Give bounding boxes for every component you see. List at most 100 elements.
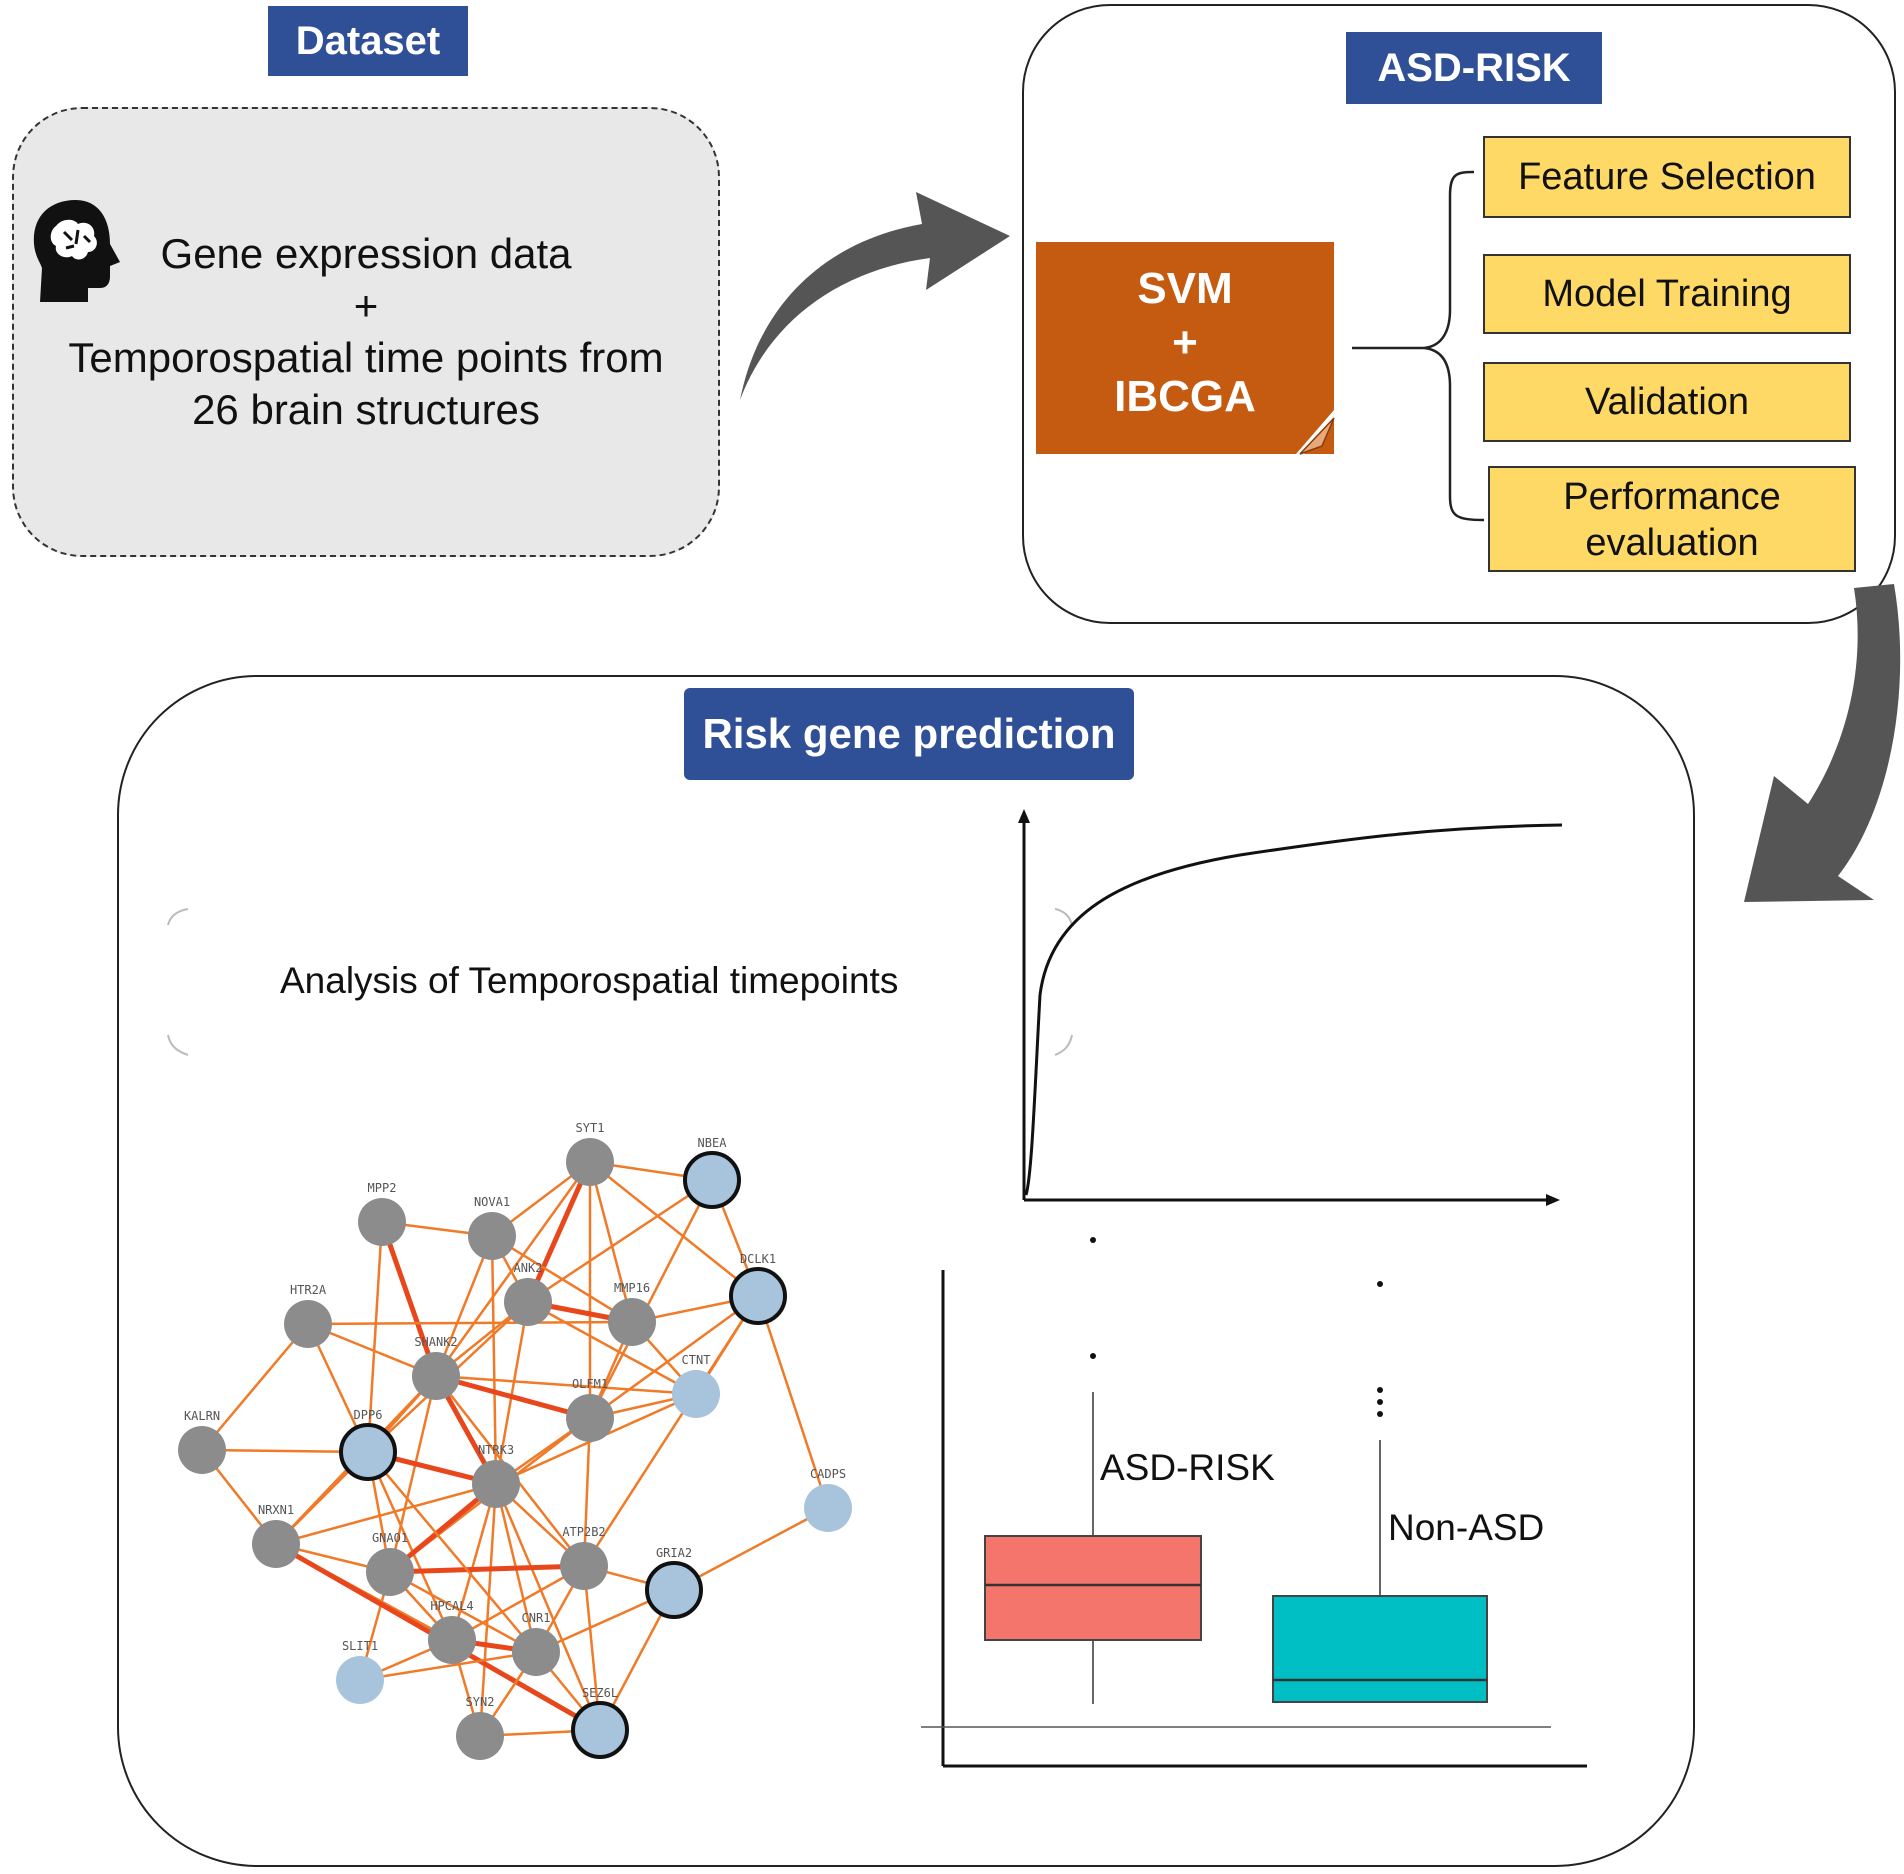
network-edge [582, 1295, 760, 1567]
network-edge [756, 1295, 830, 1509]
network-edge [275, 1482, 497, 1546]
dataset-line-3: 26 brain structures [192, 386, 540, 433]
network-edge [359, 1650, 537, 1682]
network-node-circle [560, 1542, 608, 1590]
network-node-label: DCLK1 [740, 1252, 776, 1266]
network-edge [366, 1451, 454, 1641]
network-node-circle [566, 1138, 614, 1186]
brain-head-icon [33, 200, 120, 302]
network-edge [527, 1300, 697, 1396]
network-node-label: SLIT1 [342, 1639, 378, 1653]
network-edge [525, 1160, 593, 1304]
network-edge [589, 1161, 759, 1297]
method-line-2: IBCGA [1114, 372, 1256, 421]
step-performance-evaluation: Performance evaluation [1488, 466, 1856, 572]
network-node-circle [456, 1712, 504, 1760]
curve-line [1024, 823, 1563, 1196]
network-node-syt1: SYT1 [566, 1121, 614, 1186]
step-model-training: Model Training [1483, 254, 1851, 334]
network-node-label: SYN2 [466, 1695, 495, 1709]
network-edge [588, 1179, 714, 1419]
network-node-cnr1: CNR1 [512, 1611, 560, 1676]
network-node-label: SYT1 [576, 1121, 605, 1135]
asd-outlier [1090, 1237, 1096, 1243]
risk-boxplot [921, 1237, 1587, 1768]
network-node-circle [339, 1423, 397, 1481]
network-node-label: HTR2A [290, 1283, 327, 1297]
network-node-nova1: NOVA1 [468, 1195, 516, 1260]
dataset-line-2: Temporospatial time points from [68, 334, 664, 381]
network-node-hpcal4: HPCAL4 [428, 1599, 476, 1664]
performance-curve-plot [1018, 809, 1563, 1206]
network-node-circle [472, 1460, 520, 1508]
dataset-panel [12, 107, 720, 557]
network-edge [388, 1375, 438, 1573]
network-edge [673, 1506, 829, 1592]
network-edge [201, 1323, 309, 1451]
non-asd-outlier [1377, 1411, 1383, 1417]
network-edge [389, 1563, 585, 1575]
network-node-slit1: SLIT1 [336, 1639, 384, 1704]
network-node-mmp16: MMP16 [608, 1281, 656, 1346]
network-edge [434, 1161, 592, 1377]
network-edge [494, 1483, 602, 1731]
network-edge [434, 1235, 494, 1377]
network-node-label: GRIA2 [656, 1546, 692, 1560]
network-node-circle [571, 1701, 629, 1759]
network-node-circle [804, 1484, 852, 1532]
network-edge [491, 1234, 633, 1324]
network-edge [435, 1373, 591, 1421]
steps-brace [1352, 170, 1485, 522]
dataset-line-1: Gene expression data [160, 230, 572, 277]
step-feature-selection: Feature Selection [1483, 136, 1851, 218]
network-node-circle [504, 1278, 552, 1326]
network-node-nbea: NBEA [683, 1136, 741, 1209]
network-node-label: SHANK2 [414, 1335, 457, 1349]
network-node-label: NBEA [698, 1136, 728, 1150]
network-node-circle [512, 1628, 560, 1676]
network-node-ank2: ANK2 [504, 1261, 552, 1326]
risk-prediction-badge: Risk gene prediction [684, 688, 1134, 780]
network-node-label: MPP2 [368, 1181, 397, 1195]
method-line-1: SVM [1137, 264, 1233, 313]
network-edge [307, 1320, 633, 1326]
dataset-plus: + [353, 282, 379, 329]
page-curl-icon [1296, 410, 1335, 455]
asd-risk-badge: ASD-RISK [1346, 32, 1602, 104]
network-node-label: SEZ6L [582, 1686, 618, 1700]
network-node-label: ATP2B2 [562, 1525, 605, 1539]
network-node-label: CADPS [810, 1467, 846, 1481]
svm-ibcga-box: SVM + IBCGA [1036, 242, 1334, 454]
network-node-circle [252, 1520, 300, 1568]
network-node-dpp6: DPP6 [339, 1408, 397, 1481]
network-node-circle [428, 1616, 476, 1664]
network-node-circle [645, 1561, 703, 1619]
network-node-atp2b2: ATP2B2 [560, 1525, 608, 1590]
network-node-label: HPCAL4 [430, 1599, 473, 1613]
network-node-gnao1: GNAO1 [366, 1531, 414, 1596]
network-edge [494, 1301, 530, 1485]
non-asd-outlier [1377, 1387, 1383, 1393]
boxplot-label-asd-risk: ASD-RISK [1100, 1447, 1275, 1488]
network-node-syn2: SYN2 [456, 1695, 504, 1760]
network-node-circle [566, 1394, 614, 1442]
step-validation: Validation [1483, 362, 1851, 442]
network-edge [435, 1374, 697, 1396]
network-node-circle [358, 1198, 406, 1246]
non-asd-box [1272, 1595, 1488, 1703]
network-node-label: NRXN1 [258, 1503, 294, 1517]
network-node-label: GNAO1 [372, 1531, 408, 1545]
network-node-label: NTRK3 [478, 1443, 514, 1457]
non-asd-outlier [1377, 1399, 1383, 1405]
network-node-nrxn1: NRXN1 [252, 1503, 300, 1568]
network-node-olfm1: OLFM1 [566, 1377, 614, 1442]
network-edge [490, 1235, 498, 1485]
network-edge [451, 1564, 585, 1642]
network-node-label: CNR1 [522, 1611, 551, 1625]
curve-x-arrowhead [1546, 1194, 1560, 1206]
network-node-mpp2: MPP2 [358, 1181, 406, 1246]
network-node-circle [672, 1370, 720, 1418]
dataset-description: Gene expression data + Temporospatial ti… [30, 228, 702, 436]
network-node-label: NOVA1 [474, 1195, 510, 1209]
